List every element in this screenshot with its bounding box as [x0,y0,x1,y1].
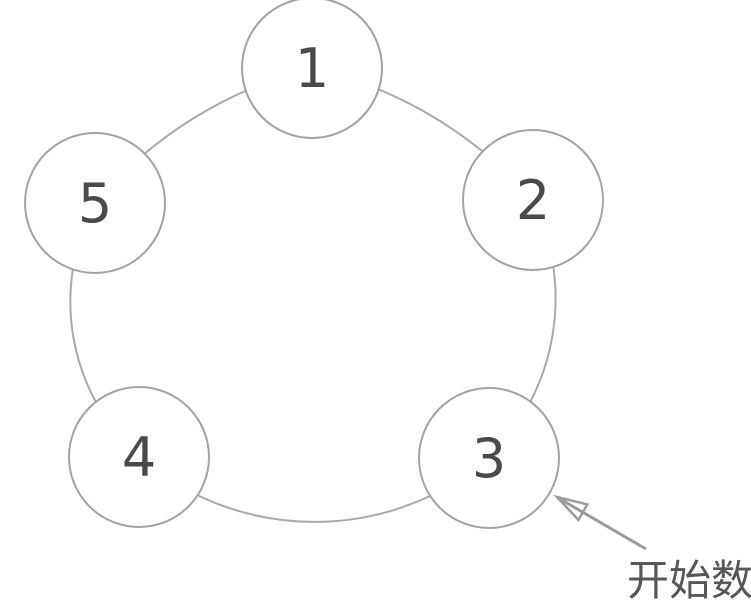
node-label-5: 5 [78,172,112,235]
node-circle-5 [24,132,166,274]
node-circle-2 [462,129,604,271]
node-circle-3 [418,387,560,529]
start-arrow-shaft [559,497,647,551]
node-label-1: 1 [295,37,329,100]
node-circle-1 [241,0,383,139]
node-label-4: 4 [122,426,156,489]
node-label-3: 3 [472,427,506,490]
node-label-2: 2 [516,169,550,232]
start-label: 开始数 [627,556,751,603]
node-circle-4 [68,386,210,528]
start-arrow-head [553,494,590,522]
